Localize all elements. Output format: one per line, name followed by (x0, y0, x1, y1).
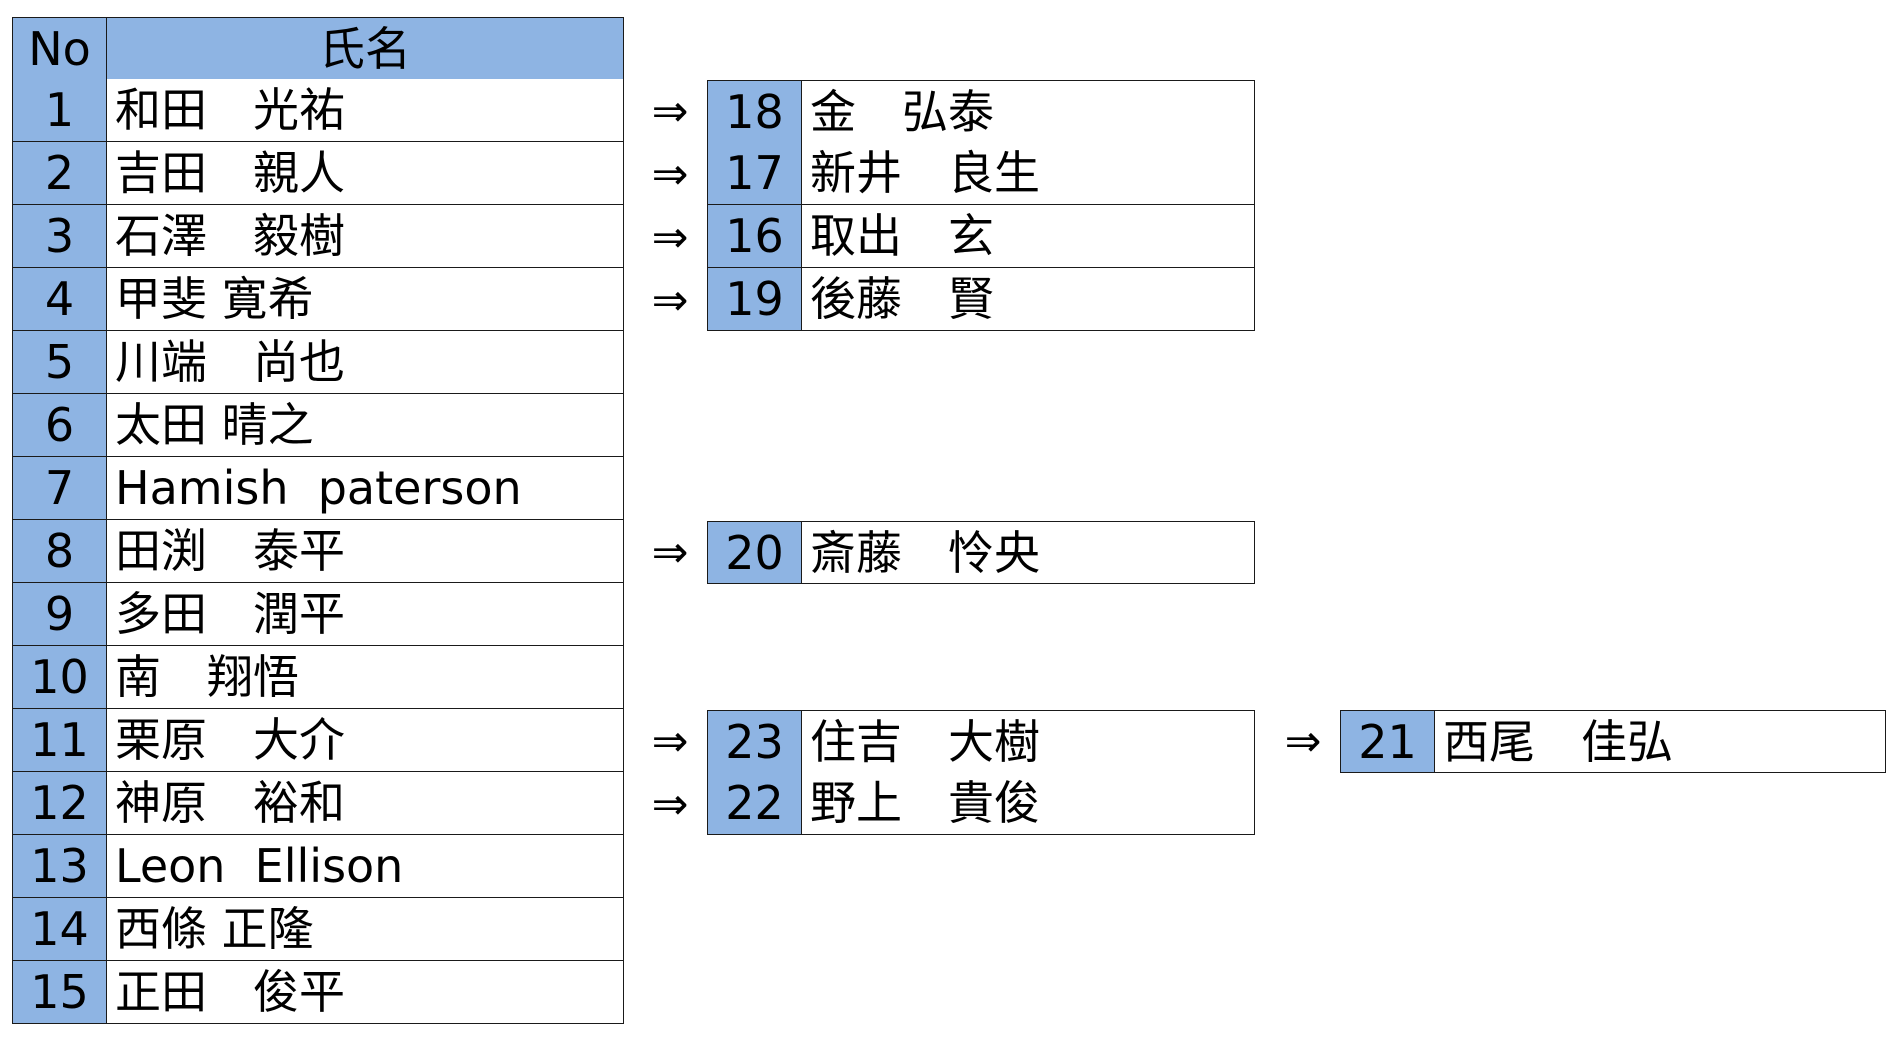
row-name: 川端 尚也 (115, 334, 345, 389)
row-name: 甲斐 寛希 (115, 271, 314, 326)
row-number: 8 (13, 519, 107, 582)
row-name: 後藤 賢 (810, 271, 994, 326)
row-number: 2 (13, 141, 107, 204)
row-number: 21 (1341, 711, 1435, 772)
arrow-icon: ⇒ (651, 274, 689, 326)
row-name: 石澤 毅樹 (115, 208, 345, 263)
row-number: 14 (13, 897, 107, 960)
row-number: 23 (708, 711, 802, 772)
row-name: 金 弘泰 (810, 84, 994, 139)
row-name: 和田 光祐 (115, 82, 345, 137)
row-name: 栗原 大介 (115, 712, 345, 767)
row-number: 16 (708, 204, 802, 267)
row-name: 西尾 佳弘 (1443, 714, 1673, 769)
row-name: Leon Ellison (115, 838, 404, 893)
arrow-icon: ⇒ (651, 778, 689, 830)
row-name: 吉田 親人 (115, 145, 345, 200)
arrow-icon: ⇒ (651, 715, 689, 767)
row-name: Hamish paterson (115, 460, 522, 515)
row-number: 3 (13, 204, 107, 267)
row-name: 新井 良生 (810, 145, 1040, 200)
row-number: 13 (13, 834, 107, 897)
header-no: No (13, 18, 107, 79)
row-number: 22 (708, 771, 802, 834)
row-number: 1 (13, 78, 107, 141)
row-number: 7 (13, 456, 107, 519)
row-name: 斎藤 怜央 (810, 525, 1040, 580)
row-number: 9 (13, 582, 107, 645)
arrow-icon: ⇒ (1284, 715, 1322, 767)
row-name: 住吉 大樹 (810, 714, 1040, 769)
row-number: 20 (708, 522, 802, 583)
row-number: 15 (13, 960, 107, 1023)
arrow-icon: ⇒ (651, 148, 689, 200)
row-name: 取出 玄 (810, 208, 994, 263)
row-number: 5 (13, 330, 107, 393)
row-number: 4 (13, 267, 107, 330)
row-name: 神原 裕和 (115, 775, 345, 830)
row-number: 19 (708, 267, 802, 330)
row-number: 11 (13, 708, 107, 771)
row-number: 18 (708, 81, 802, 142)
header-name: 氏名 (107, 18, 623, 79)
row-name: 田渕 泰平 (115, 523, 345, 578)
row-name: 正田 俊平 (115, 964, 345, 1019)
row-name: 多田 潤平 (115, 586, 345, 641)
arrow-icon: ⇒ (651, 526, 689, 578)
row-number: 6 (13, 393, 107, 456)
arrow-icon: ⇒ (651, 211, 689, 263)
row-number: 10 (13, 645, 107, 708)
row-number: 12 (13, 771, 107, 834)
row-name: 太田 晴之 (115, 397, 314, 452)
row-number: 17 (708, 141, 802, 204)
row-name: 南 翔悟 (115, 649, 299, 704)
table-header-row: No 氏名 (12, 17, 624, 80)
arrow-icon: ⇒ (651, 85, 689, 137)
row-name: 西條 正隆 (115, 901, 314, 956)
row-name: 野上 貴俊 (810, 775, 1040, 830)
